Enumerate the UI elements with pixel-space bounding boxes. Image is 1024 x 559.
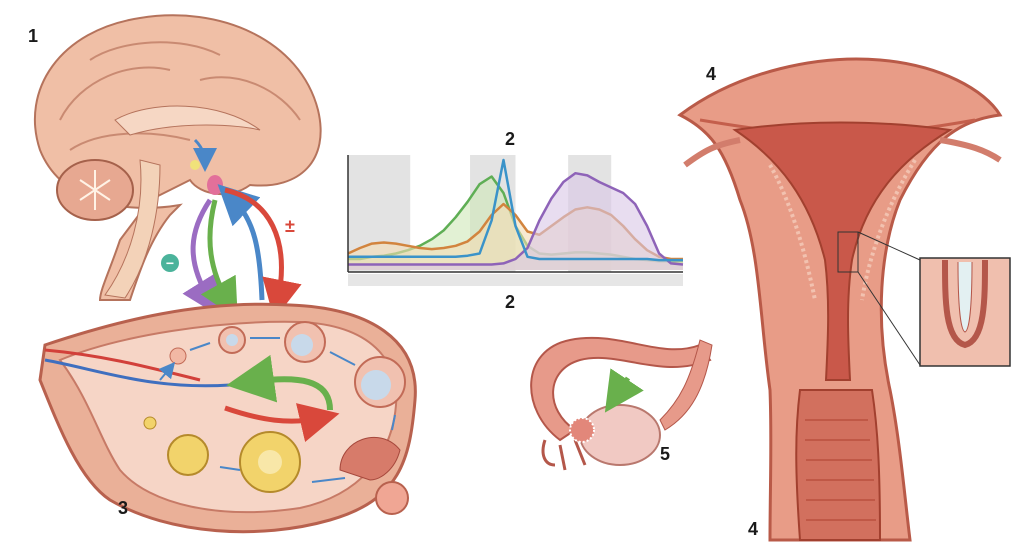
feedback-sign: ± [285, 216, 295, 236]
label-2-top: 2 [505, 129, 515, 149]
chart-area-purple [348, 173, 683, 270]
hormone-chart [347, 155, 684, 286]
uterus-illustration [677, 57, 1011, 542]
chart-area-green [348, 176, 683, 270]
ovulated-oocyte [375, 481, 409, 515]
label-4-bottom: 4 [748, 519, 758, 539]
chart-line-purple [348, 171, 684, 266]
inhibition-badge [161, 254, 179, 272]
chart-timeline-strip [348, 274, 683, 286]
pituitary [207, 175, 223, 195]
fallopian-tube-illustration [530, 336, 713, 471]
chart-line-blue [348, 158, 683, 262]
inhibition-sign: − [166, 255, 174, 271]
label-4-top: 4 [706, 64, 716, 84]
label-3: 3 [118, 498, 128, 518]
label-1: 1 [28, 26, 38, 46]
label-2-bottom: 2 [505, 292, 515, 312]
ovary-illustration [38, 302, 417, 534]
label-5: 5 [660, 444, 670, 464]
brain-illustration: − ± [34, 14, 322, 320]
